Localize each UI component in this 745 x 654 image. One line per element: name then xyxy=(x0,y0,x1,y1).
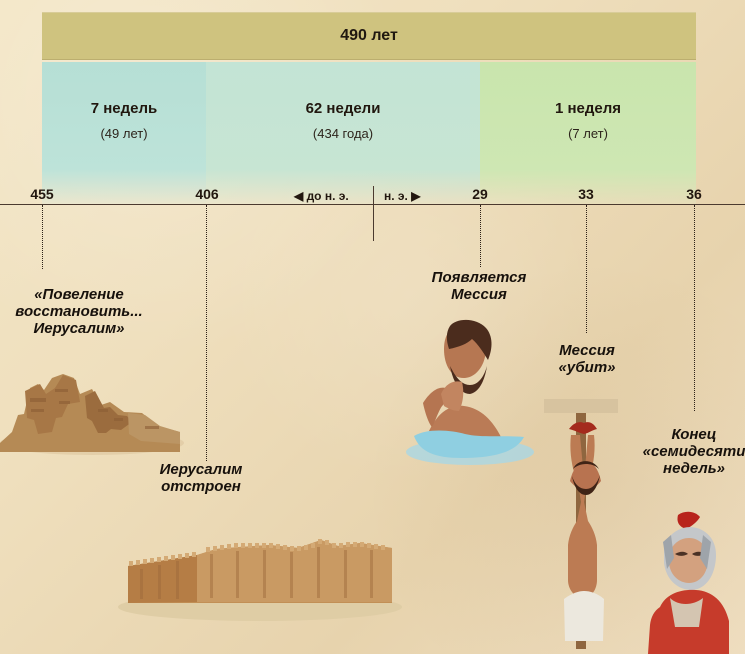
era-divider xyxy=(373,186,374,241)
messiah-killed-caption: Мессия«убит» xyxy=(558,342,616,376)
year-33-label: 33 xyxy=(578,186,594,202)
tick-455 xyxy=(42,205,43,269)
messiah-baptism-illustration xyxy=(398,312,534,468)
year-455-label: 455 xyxy=(30,186,54,202)
roman-soldier-illustration xyxy=(640,509,732,654)
period-seven-weeks: 7 недель (49 лет) xyxy=(42,62,206,205)
tick-33 xyxy=(586,205,587,333)
tick-406 xyxy=(206,205,207,461)
year-29-label: 29 xyxy=(472,186,488,202)
before-common-era-label: ◀ до н. э. xyxy=(294,189,349,203)
period-3-subtitle: (7 лет) xyxy=(568,126,608,142)
period-1-subtitle: (49 лет) xyxy=(100,126,148,142)
total-period-label: 490 лет xyxy=(340,27,398,44)
tick-36 xyxy=(694,205,695,411)
common-era-label: н. э. ▶ xyxy=(384,189,421,203)
period-sixty-two-weeks: 62 недели (434 года) xyxy=(206,62,480,205)
period-1-label: 7 недель xyxy=(90,100,158,117)
period-2-subtitle: (434 года) xyxy=(312,126,374,142)
timeline-axis xyxy=(0,204,745,205)
year-36-label: 36 xyxy=(686,186,702,202)
tick-29 xyxy=(480,205,481,267)
messiah-stake-illustration xyxy=(534,395,632,649)
period-2-label: 62 недели xyxy=(305,100,381,117)
year-406-label: 406 xyxy=(195,186,219,202)
period-one-week: 1 неделя (7 лет) xyxy=(480,62,696,205)
total-period-band: 490 лет xyxy=(42,12,696,60)
ancient-ruins-icon xyxy=(0,360,184,458)
period-3-label: 1 неделя xyxy=(554,100,622,117)
city-wall-icon xyxy=(118,503,403,623)
